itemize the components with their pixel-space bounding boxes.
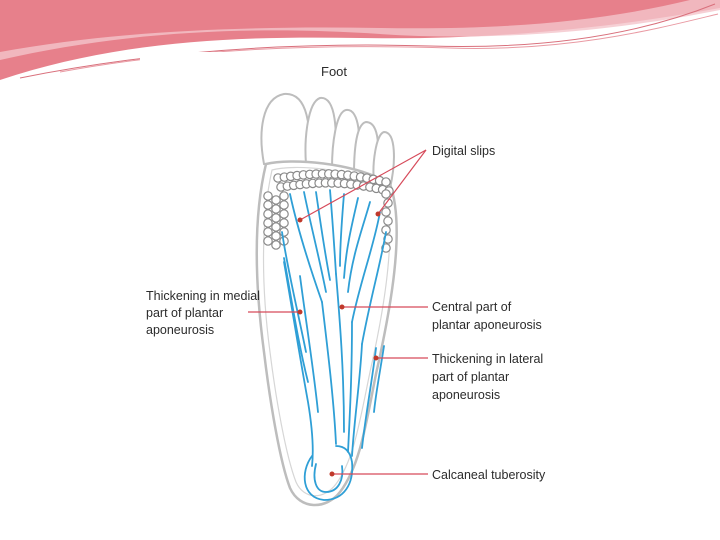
label-thickening-lateral-line-2: part of plantar <box>432 370 510 384</box>
dot-calcaneal <box>329 471 335 477</box>
label-central-part-line-2: plantar aponeurosis <box>432 318 542 332</box>
medial-fiber-1 <box>283 261 314 467</box>
fat-lobule <box>279 218 289 228</box>
big-toe <box>260 92 311 165</box>
label-thickening-medial-line-3: aponeurosis <box>146 323 215 337</box>
foot-diagram <box>248 92 428 507</box>
dot-lateral <box>373 355 379 361</box>
label-thickening-lateral-line-1: Thickening in lateral <box>432 352 544 366</box>
fat-lobule <box>263 236 273 246</box>
fat-lobule <box>271 231 281 241</box>
leader-digital-slips-a <box>299 149 427 221</box>
leader-digital-slips-b <box>377 149 427 215</box>
fat-lobule <box>271 195 281 205</box>
banner-light-wave <box>0 0 720 60</box>
fat-lobule <box>263 200 273 210</box>
leader-lines <box>248 149 428 475</box>
fat-lobule <box>263 209 273 219</box>
fat-lobule <box>381 177 391 187</box>
leader-dots <box>297 211 381 477</box>
fat-lobule <box>381 207 391 217</box>
fat-lobule <box>271 204 281 214</box>
label-thickening-medial-line-1: Thickening in medial <box>146 289 260 303</box>
fifth-toe <box>372 130 395 190</box>
fiber-7 <box>347 201 371 293</box>
fiber-4 <box>329 189 337 275</box>
fat-lobule <box>383 198 393 208</box>
toes <box>260 92 395 190</box>
fiber-6 <box>343 197 359 279</box>
fiber-9 <box>361 231 387 345</box>
central-fiber-2 <box>335 273 345 433</box>
fat-lobule <box>383 216 393 226</box>
fat-lobule <box>279 227 289 237</box>
fat-lobule <box>263 227 273 237</box>
dot-digital-slips-a <box>297 217 303 223</box>
fat-lobule <box>279 209 289 219</box>
fiber-10 <box>281 231 307 353</box>
dot-digital-slips-b <box>375 211 381 217</box>
fat-lobule <box>279 200 289 210</box>
label-central-part-line-1: Central part of <box>432 300 512 314</box>
fat-lobule <box>263 218 273 228</box>
label-digital-slips: Digital slips <box>432 144 496 158</box>
figure-title: Foot <box>321 64 348 79</box>
fat-lobule <box>263 191 273 201</box>
fiber-1 <box>289 193 323 303</box>
fat-lobule <box>271 213 281 223</box>
label-thickening-lateral-line-3: aponeurosis <box>432 388 501 402</box>
label-calcaneal-tuberosity: Calcaneal tuberosity <box>432 468 546 482</box>
lateral-fiber-3 <box>373 345 385 413</box>
banner-main-wave <box>0 0 720 80</box>
heel-inner-fiber <box>313 463 344 493</box>
label-thickening-medial-line-2: part of plantar <box>146 306 224 320</box>
medial-fiber-2 <box>299 275 319 413</box>
heel-outline-fiber <box>303 445 354 501</box>
aponeurosis-fibers <box>281 189 387 501</box>
fiber-3 <box>315 191 331 281</box>
lateral-fiber-1 <box>351 343 363 457</box>
plantar-aponeurosis-figure: Foot Digital slips Thickening in medial … <box>140 52 550 520</box>
second-toe <box>304 97 337 168</box>
fat-lobule <box>279 191 289 201</box>
fiber-2 <box>303 191 327 293</box>
fiber-5 <box>339 193 345 267</box>
fat-lobule <box>271 240 281 250</box>
fat-lobule <box>381 189 391 199</box>
fat-lobule <box>271 222 281 232</box>
central-fiber-3 <box>347 321 353 453</box>
dot-central <box>339 304 345 310</box>
central-fiber-1 <box>321 301 337 445</box>
dot-medial <box>297 309 303 315</box>
fiber-8 <box>351 211 381 323</box>
